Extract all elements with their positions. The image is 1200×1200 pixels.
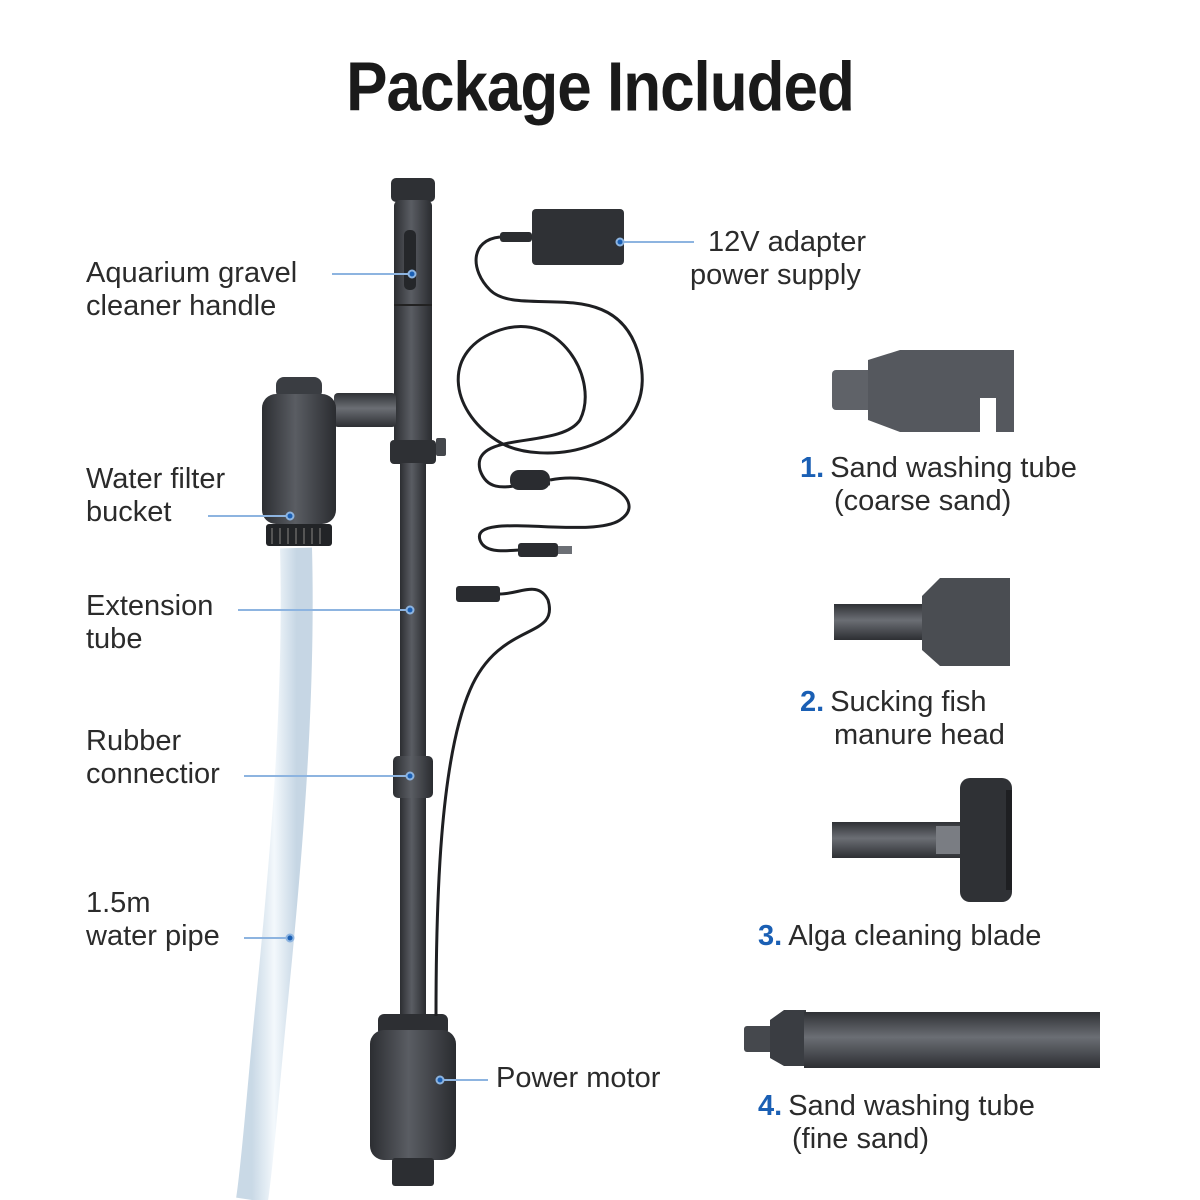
accessory-1-label: 1.Sand washing tube (coarse sand) (800, 452, 1077, 517)
adapter-power-supply (456, 209, 644, 557)
water-filter-bucket (262, 377, 396, 546)
accessory-3-label: 3.Alga cleaning blade (758, 920, 1042, 952)
sucking-fish-manure-head (834, 578, 1010, 666)
alga-cleaning-blade (832, 778, 1012, 902)
label-power-motor: Power motor (496, 1062, 661, 1094)
sand-washing-tube-coarse (832, 350, 1014, 432)
water-pipe (236, 547, 313, 1200)
sand-washing-tube-fine (744, 1010, 1100, 1068)
page-title: Package Included (346, 48, 855, 127)
gravel-cleaner-handle (390, 178, 446, 464)
accessory-4-label: 4.Sand washing tube (fine sand) (758, 1090, 1035, 1155)
power-motor (370, 1014, 456, 1186)
accessory-2-label: 2.Sucking fish manure head (800, 686, 1005, 751)
